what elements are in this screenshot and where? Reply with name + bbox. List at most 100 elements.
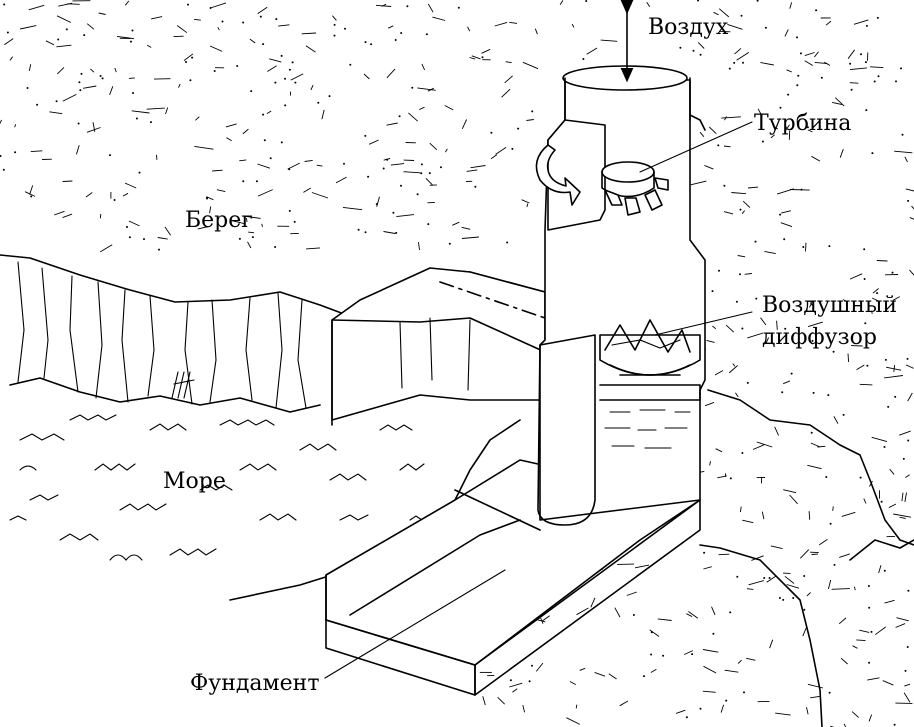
texture-stroke (461, 119, 468, 129)
texture-dot (868, 606, 871, 609)
texture-dot (764, 26, 767, 29)
texture-stroke (522, 61, 539, 70)
texture-stroke (724, 669, 739, 673)
texture-dot (26, 87, 29, 89)
texture-stroke (849, 82, 859, 84)
texture-stroke (576, 607, 589, 616)
texture-stroke (833, 416, 839, 424)
foundation-seam (454, 489, 541, 531)
texture-dot (582, 58, 585, 60)
texture-stroke (867, 677, 880, 681)
texture-stroke (62, 93, 77, 102)
texture-stroke (303, 187, 312, 193)
texture-dot (803, 608, 806, 611)
texture-stroke (804, 60, 813, 66)
texture-dot (427, 223, 430, 226)
texture-stroke (85, 192, 93, 198)
texture-stroke (0, 119, 3, 125)
texture-dot (650, 631, 653, 634)
texture-dot (697, 0, 700, 2)
texture-stroke (494, 21, 508, 27)
texture-dot (880, 500, 883, 503)
texture-dot (269, 157, 272, 160)
texture-stroke (206, 196, 214, 201)
texture-dot (871, 152, 874, 155)
foundation-inner-edge (349, 519, 521, 616)
texture-dot (756, 0, 759, 2)
turbine (601, 161, 669, 216)
texture-stroke (807, 129, 813, 133)
texture-stroke (903, 692, 911, 703)
texture-stroke (116, 35, 135, 40)
texture-stroke (830, 725, 835, 727)
texture-stroke (575, 704, 578, 709)
texture-dot (284, 77, 286, 80)
texture-stroke (720, 704, 725, 713)
texture-dot (420, 172, 423, 175)
texture-stroke (242, 215, 261, 219)
texture-dot (531, 664, 533, 667)
texture-dot (725, 699, 728, 702)
texture-stroke (718, 553, 730, 556)
texture-dot (893, 723, 896, 726)
texture-stroke (806, 592, 811, 597)
texture-stroke (832, 101, 843, 106)
texture-stroke (784, 124, 790, 133)
texture-stroke (335, 176, 347, 184)
texture-dot (236, 65, 239, 67)
texture-stroke (810, 695, 821, 699)
inner-chamber-edge (599, 384, 701, 401)
texture-stroke (242, 128, 249, 135)
texture-stroke (306, 247, 321, 250)
texture-dot (6, 31, 9, 34)
texture-stroke (847, 49, 855, 59)
texture-dot (288, 68, 291, 71)
texture-dot (416, 193, 419, 196)
column-wall-section (537, 334, 596, 526)
texture-stroke (128, 77, 135, 79)
texture-stroke (646, 1, 651, 8)
texture-stroke (495, 147, 507, 155)
texture-dot (65, 28, 68, 31)
texture-stroke (619, 700, 629, 707)
texture-stroke (482, 696, 486, 706)
texture-dot (221, 20, 224, 23)
texture-stroke (675, 709, 686, 714)
texture-stroke (727, 23, 743, 30)
texture-dot (585, 0, 588, 2)
texture-stroke (217, 27, 220, 31)
texture-stroke (490, 154, 498, 160)
label-sea: Море (163, 469, 226, 494)
texture-dot (317, 101, 320, 104)
texture-stroke (176, 25, 188, 34)
texture-stroke (842, 299, 848, 303)
texture-stroke (14, 124, 17, 128)
texture-dot (213, 70, 216, 72)
texture-stroke (28, 4, 45, 11)
texture-dot (506, 241, 509, 244)
texture-dot (792, 597, 795, 599)
texture-dot (406, 5, 409, 8)
texture-stroke (847, 353, 850, 363)
texture-dot (850, 88, 853, 91)
texture-stroke (702, 649, 719, 653)
texture-dot (394, 39, 397, 41)
texture-dot (691, 653, 694, 656)
texture-dot (79, 89, 82, 92)
texture-dot (743, 691, 745, 694)
texture-stroke (131, 110, 150, 114)
texture-dot (131, 29, 134, 32)
texture-dot (274, 246, 277, 248)
texture-dot (375, 203, 378, 206)
texture-stroke (287, 162, 300, 170)
texture-dot (238, 237, 241, 240)
texture-stroke (728, 365, 738, 374)
texture-stroke (363, 73, 370, 80)
texture-dot (867, 585, 870, 587)
texture-stroke (30, 150, 43, 153)
texture-dot (481, 56, 484, 59)
texture-stroke (427, 87, 435, 92)
texture-dot (806, 126, 809, 129)
